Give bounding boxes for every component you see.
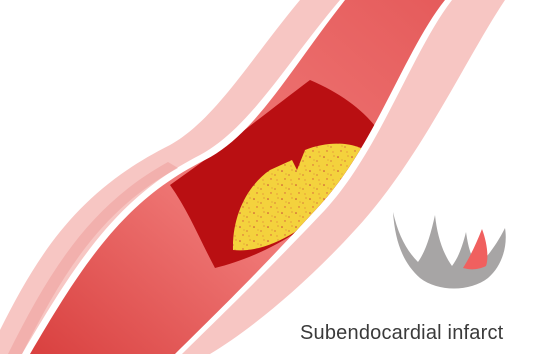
caption-label: Subendocardial infarct: [300, 322, 530, 345]
heart-cross-section-icon: [393, 212, 506, 289]
